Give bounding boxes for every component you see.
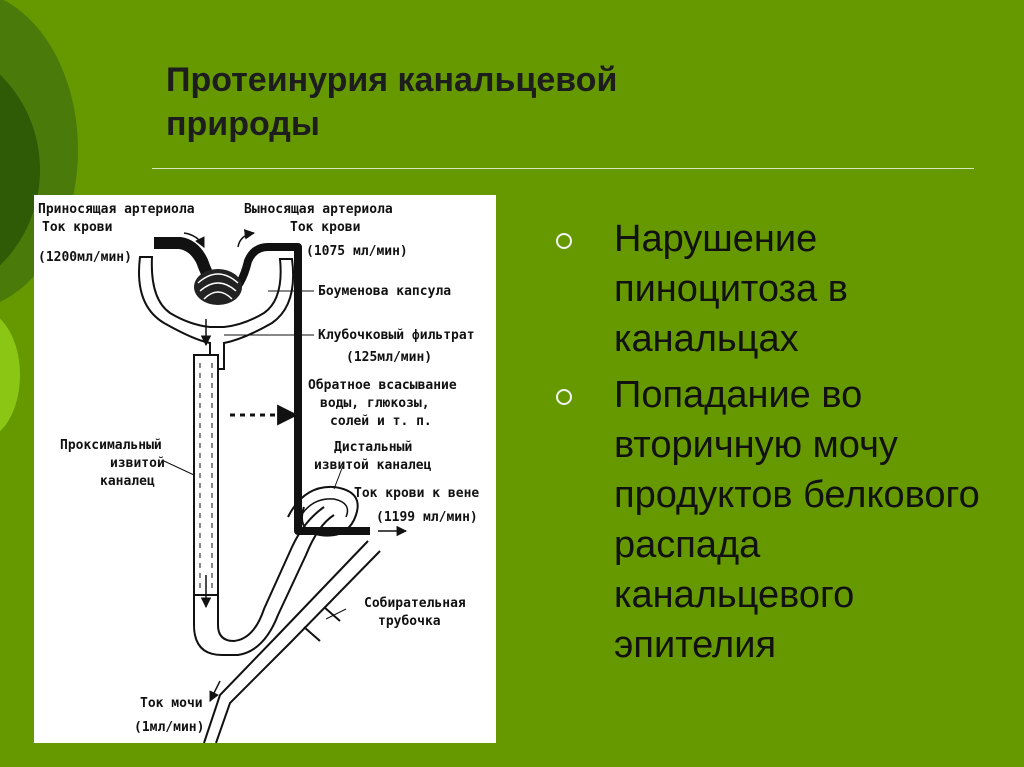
circle-bullet-icon: [556, 233, 572, 249]
label-blood-in: Ток крови: [42, 220, 112, 235]
label-filtrate: Клубочковый фильтрат: [318, 328, 475, 343]
bullet-text: Нарушение пиноцитоза в канальцах: [614, 218, 848, 360]
proximal-tubule: [193, 354, 219, 596]
urine-arrow: [209, 680, 221, 702]
label-reabsorption-3: солей и т. п.: [330, 414, 432, 429]
bullet-text: Попадание во вторичную мочу продуктов бе…: [614, 374, 980, 666]
collecting-duct: [203, 540, 381, 743]
label-bowman: Боуменова капсула: [318, 284, 451, 299]
label-proximal-1: Проксимальный: [60, 438, 162, 453]
label-vein-flow-value: (1199 мл/мин): [376, 510, 478, 525]
label-afferent: Приносящая артериола: [38, 202, 195, 217]
decorative-circle-lower: [0, 310, 20, 440]
label-blood-out-value: (1075 мл/мин): [306, 244, 408, 259]
label-reabsorption-2: воды, глюкозы,: [320, 396, 430, 411]
title-line-1: Протеинурия канальцевой: [166, 61, 618, 99]
label-urine-flow: Ток мочи: [140, 696, 203, 711]
title-divider: [152, 168, 974, 169]
label-efferent: Выносящая артериола: [244, 202, 393, 217]
bowman-capsule: [138, 256, 295, 370]
bullet-item: Попадание во вторичную мочу продуктов бе…: [556, 370, 996, 670]
label-proximal-2: извитой: [110, 456, 165, 471]
label-collecting-1: Собирательная: [364, 596, 466, 611]
slide-title: Протеинурия канальцевой природы: [166, 58, 866, 146]
label-vein-flow: Ток крови к вене: [354, 486, 479, 501]
blood-in-arrow: [183, 232, 205, 248]
bullet-item: Нарушение пиноцитоза в канальцах: [556, 214, 996, 364]
label-urine-flow-value: (1мл/мин): [134, 720, 204, 735]
title-line-2: природы: [166, 105, 320, 143]
nephron-diagram: Приносящая артериола Ток крови (1200мл/м…: [34, 195, 496, 743]
distal-tubule: [287, 485, 359, 537]
label-collecting-2: трубочка: [378, 614, 441, 629]
tubule-loop: [193, 514, 335, 656]
bullet-list: Нарушение пиноцитоза в канальцах Попадан…: [556, 214, 996, 676]
label-filtrate-value: (125мл/мин): [346, 350, 432, 365]
nephron-diagram-svg: Приносящая артериола Ток крови (1200мл/м…: [38, 202, 479, 743]
label-reabsorption-1: Обратное всасывание: [308, 378, 457, 393]
blood-out-arrow: [237, 229, 256, 248]
label-distal-1: Дистальный: [334, 440, 412, 455]
label-blood-in-value: (1200мл/мин): [38, 250, 132, 265]
circle-bullet-icon: [556, 389, 572, 405]
label-distal-2: извитой каналец: [314, 458, 432, 473]
label-proximal-3: каналец: [100, 474, 155, 489]
label-blood-out: Ток крови: [290, 220, 360, 235]
